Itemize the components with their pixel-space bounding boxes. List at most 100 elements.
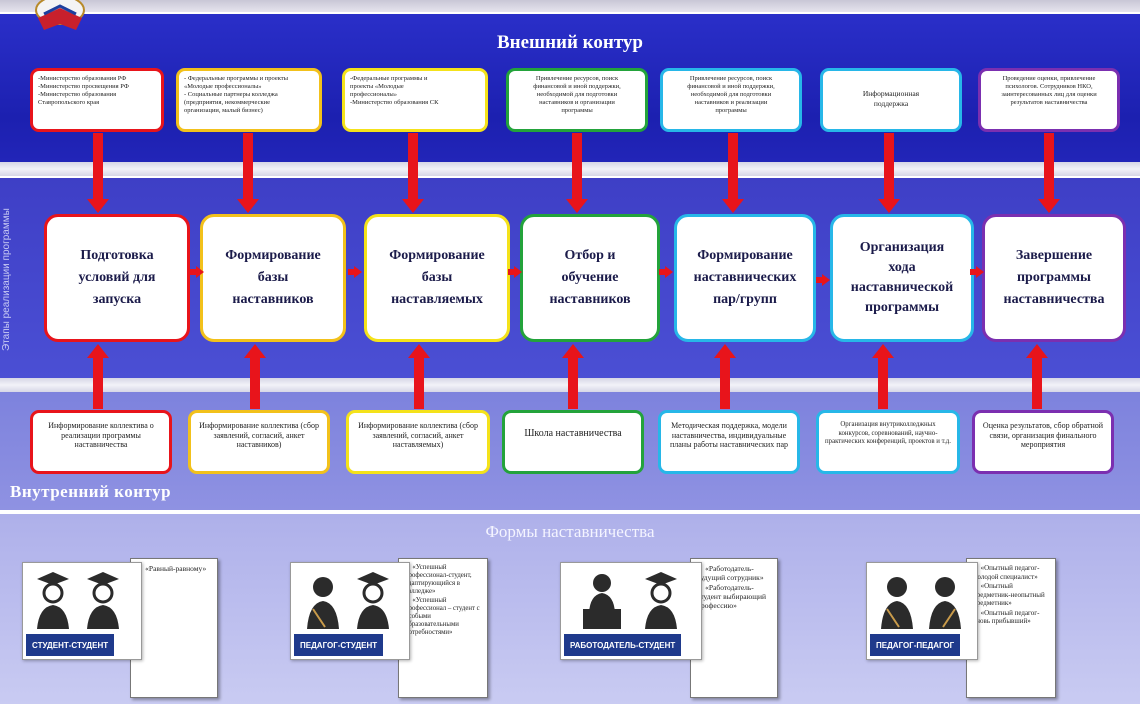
top-strip: [0, 0, 1140, 12]
teacher-student-icon: ПЕДАГОГ-СТУДЕНТ: [290, 562, 410, 660]
up-arrow: [1026, 344, 1048, 409]
outer-box-federal-programs: - Федеральные программы и проекты «Молод…: [176, 68, 322, 132]
stage-label: Формирование базы наставников: [225, 248, 321, 307]
stages-side-label: Этапы реализации программы: [1, 208, 12, 352]
up-arrow: [244, 344, 266, 409]
form-description-employer-student: ✓ «Работодатель-будущий сотрудник» ✓ «Ра…: [690, 558, 778, 698]
form-point: ✓ «Опытный педагог-вновь прибывший»: [973, 608, 1040, 626]
stage-launch-preparation: Подготовка условий для запуска: [44, 214, 190, 342]
inner-box-mentoring-school: Школа наставничества: [502, 410, 644, 474]
emblem-logo: [35, 0, 85, 30]
inner-contour-title: Внутренний контур: [10, 482, 172, 501]
graduate-figure-icon: [645, 572, 677, 629]
down-arrow: [566, 133, 588, 213]
stage-mentor-base: Формирование базы наставников: [200, 214, 346, 342]
down-arrow: [237, 133, 259, 213]
outer-box-line: -Министерство образования: [38, 91, 117, 98]
band-separator: [0, 162, 1140, 176]
outer-box-line: наставников и реализации: [694, 99, 768, 106]
outer-box-line: необходимой для подготовки: [690, 91, 772, 98]
outer-box-line: финансовой и иной поддержки,: [687, 83, 775, 90]
teacher-figure-icon: [881, 577, 913, 629]
outer-box-federal-projects: -Федеральные программы и проекты «Молоды…: [342, 68, 488, 132]
stage-label: Формирование наставнических пар/групп: [693, 248, 797, 307]
stage-pair-formation: Формирование наставнических пар/групп: [674, 214, 816, 342]
form-label-teacher-student: ПЕДАГОГ-СТУДЕНТ: [293, 633, 385, 657]
outer-box-line: проекты «Молодые: [350, 83, 404, 90]
outer-box-line: результатов наставничества: [1010, 99, 1088, 106]
outer-box-line: (предприятия, некоммерческие: [184, 99, 270, 106]
form-description-teacher-teacher: ✓ «Опытный педагог-молодой специалист» ✓…: [966, 558, 1056, 698]
outer-box-line: программы: [715, 107, 747, 114]
inner-box-results-evaluation: Оценка результатов, сбор обратной связи,…: [972, 410, 1114, 474]
graduate-figure-icon: [87, 572, 119, 629]
down-arrow: [87, 133, 109, 213]
up-arrow: [872, 344, 894, 409]
up-arrow: [408, 344, 430, 409]
outer-box-line: финансовой и иной поддержки,: [533, 83, 621, 90]
teacher-figure-icon: [307, 577, 339, 629]
up-arrow: [714, 344, 736, 409]
form-point: ✓ «Работодатель-студент выбирающий профе…: [697, 583, 766, 610]
outer-box-ministries: -Министерство образования РФ -Министерст…: [30, 68, 164, 132]
outer-box-line: -Министерство просвещения РФ: [38, 83, 129, 90]
inner-box-mentor-applications: Информирование коллектива (сбор заявлени…: [188, 410, 330, 474]
outer-box-line: - Федеральные программы и проекты: [184, 75, 288, 82]
right-arrow: [348, 266, 362, 278]
form-point: ✓ «Успешный профессионал – студент с осо…: [405, 597, 480, 636]
stage-label: Формирование базы наставляемых: [389, 248, 485, 307]
outer-box-line: программы: [561, 107, 593, 114]
form-label-teacher-teacher: ПЕДАГОГ-ПЕДАГОГ: [869, 633, 962, 657]
right-arrow: [816, 274, 830, 286]
inner-box-competitions: Организация внутриколледжных конкурсов, …: [816, 410, 960, 474]
outer-box-information-support: Информационная поддержка: [820, 68, 962, 132]
outer-box-line: наставников и организации: [539, 99, 615, 106]
employer-student-icon: РАБОТОДАТЕЛЬ-СТУДЕНТ: [560, 562, 702, 660]
outer-box-line: Информационная: [862, 89, 920, 98]
stage-mentee-base: Формирование базы наставляемых: [364, 214, 510, 342]
stage-label: Отбор и обучение наставников: [549, 248, 631, 307]
up-arrow: [87, 344, 109, 409]
stage-label: Организация хода наставнической программ…: [850, 240, 954, 315]
teacher-figure-icon: [929, 577, 961, 629]
stage-label: Подготовка условий для запуска: [78, 248, 156, 307]
outer-box-line: -Министерство образования РФ: [38, 75, 127, 82]
stage-program-organization: Организация хода наставнической программ…: [830, 214, 974, 342]
stage-label: Завершение программы наставничества: [1003, 248, 1105, 307]
outer-box-line: -Министерство образования СК: [350, 99, 439, 106]
inner-box-mentee-applications: Информирование коллектива (сбор заявлени…: [346, 410, 490, 474]
up-arrow: [562, 344, 584, 409]
outer-box-line: Привлечение ресурсов, поиск: [689, 75, 773, 82]
down-arrow: [402, 133, 424, 213]
form-label-employer-student: РАБОТОДАТЕЛЬ-СТУДЕНТ: [563, 633, 683, 657]
outer-box-line: -Федеральные программы и: [350, 75, 428, 82]
outer-box-resources-implementation: Привлечение ресурсов, поиск финансовой и…: [660, 68, 802, 132]
graduate-figure-icon: [357, 572, 389, 629]
form-point: ✓ «Равный-равному»: [137, 564, 207, 573]
down-arrow: [722, 133, 744, 213]
outer-box-line: «Молодые профессионалы»: [184, 83, 262, 90]
outer-box-resources-training: Привлечение ресурсов, поиск финансовой и…: [506, 68, 648, 132]
right-arrow: [970, 266, 984, 278]
right-arrow: [508, 266, 522, 278]
outer-box-line: необходимой для подготовки: [536, 91, 618, 98]
forms-title: Формы наставничества: [485, 522, 655, 541]
graduate-figure-icon: [37, 572, 69, 629]
outer-box-line: поддержка: [873, 99, 909, 108]
outer-box-line: организации, малый бизнес): [184, 107, 263, 114]
right-arrow: [190, 266, 204, 278]
stage-program-completion: Завершение программы наставничества: [982, 214, 1126, 342]
down-arrow: [1038, 133, 1060, 213]
form-label-student-student: СТУДЕНТ-СТУДЕНТ: [25, 633, 116, 657]
outer-contour-title: Внешний контур: [497, 32, 643, 53]
form-point: ✓ «Опытный предметник-неопытный предметн…: [973, 582, 1045, 607]
form-point: ✓ «Опытный педагог-молодой специалист»: [973, 564, 1040, 581]
form-description-student-student: ✓ «Равный-равному»: [130, 558, 218, 698]
outer-box-line: психологов. Сотрудников НКО,: [1005, 83, 1093, 90]
employer-figure-icon: [583, 574, 621, 629]
outer-box-line: Проведение оценки, привлечение: [1002, 75, 1096, 82]
outer-box-line: Ставропольского края: [38, 99, 100, 106]
outer-box-line: профессионалы»: [350, 91, 398, 98]
right-arrow: [659, 266, 673, 278]
outer-box-evaluation: Проведение оценки, привлечение психолого…: [978, 68, 1120, 132]
